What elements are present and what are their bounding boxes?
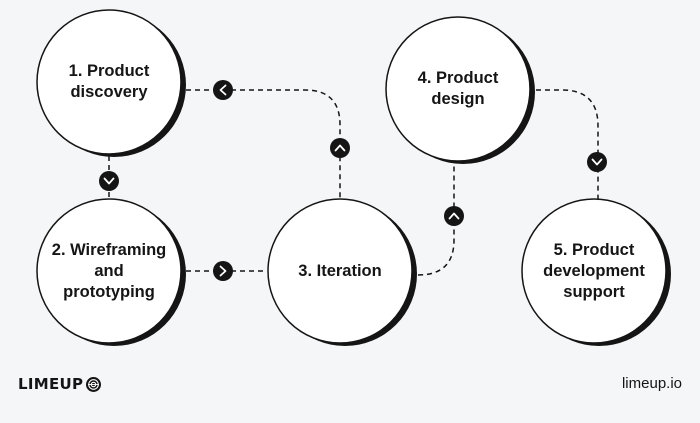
- arrow-up-icon: [330, 138, 350, 158]
- brand-logo: LIMEUP: [18, 375, 102, 393]
- logo-mark-icon: [86, 376, 102, 392]
- step-3-node: [267, 198, 417, 346]
- arrow-right-icon: [213, 261, 233, 281]
- step-4-node: [385, 16, 535, 164]
- site-url: limeup.io: [621, 375, 682, 392]
- connector-4-to-5: [536, 89, 599, 200]
- arrow-up-icon: [444, 206, 464, 226]
- connector-3-to-4: [417, 166, 455, 276]
- arrow-down-icon: [99, 171, 119, 191]
- step-2-node: [36, 198, 186, 346]
- arrow-down-icon: [587, 152, 607, 172]
- brand-name: LIMEUP: [18, 375, 84, 393]
- arrow-left-icon: [213, 80, 233, 100]
- connector-3-to-1: [186, 89, 341, 198]
- step-5-node: [521, 198, 671, 346]
- step-1-node: [36, 9, 186, 157]
